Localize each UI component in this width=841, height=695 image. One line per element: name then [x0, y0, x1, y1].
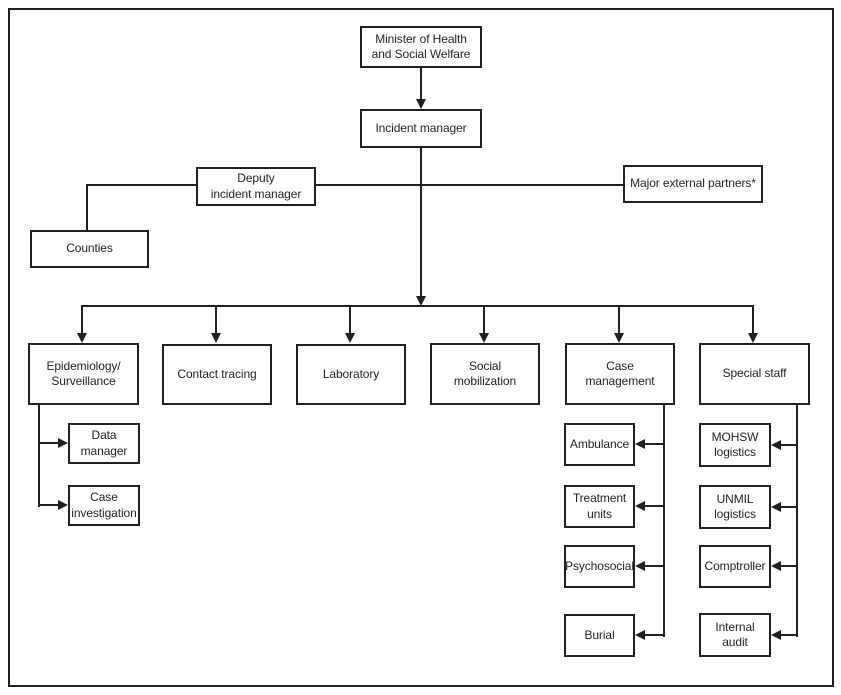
node-minister: Minister of Health and Social Welfare — [360, 26, 482, 68]
arrowhead-left-icon — [771, 502, 781, 512]
connector-drop-social-mobilization — [483, 305, 485, 335]
connector-case-management-feeder — [663, 404, 665, 637]
node-counties: Counties — [30, 230, 149, 268]
node-contact-tracing: Contact tracing — [162, 344, 272, 405]
arrowhead-left-icon — [771, 630, 781, 640]
node-deputy-incident-manager: Deputy incident manager — [196, 167, 316, 206]
node-unmil-logistics: UNMIL logistics — [699, 485, 771, 529]
connector-drop-case-management — [618, 305, 620, 335]
node-treatment-units-label: Treatment units — [572, 491, 627, 521]
node-counties-label: Counties — [66, 241, 113, 256]
node-epidemiology-surveillance: Epidemiology/ Surveillance — [28, 343, 139, 405]
connector-drop-special-staff — [752, 305, 754, 335]
connector-to-psychosocial — [644, 565, 665, 567]
connector-drop-contact-tracing — [215, 305, 217, 335]
node-data-manager: Data manager — [68, 423, 140, 464]
node-ambulance: Ambulance — [564, 423, 635, 466]
arrowhead-left-icon — [771, 440, 781, 450]
node-social-mobilization-label: Social mobilization — [453, 358, 517, 388]
connector-distribution-line — [81, 305, 754, 307]
arrowhead-down-icon — [614, 333, 624, 343]
connector-to-ambulance — [644, 443, 665, 445]
connector-drop-laboratory — [349, 305, 351, 335]
node-minister-label: Minister of Health and Social Welfare — [371, 31, 471, 61]
node-major-external-partners: Major external partners* — [623, 165, 763, 203]
connector-deputy-partners — [316, 184, 623, 186]
node-psychosocial-label: Psychosocial — [565, 558, 634, 573]
arrowhead-down-icon — [345, 333, 355, 343]
connector-minister-incident — [420, 68, 422, 102]
node-internal-audit-label: Internal audit — [715, 619, 755, 649]
node-burial-label: Burial — [584, 627, 615, 642]
connector-drop-epidemiology — [81, 305, 83, 335]
node-comptroller-label: Comptroller — [704, 558, 766, 573]
arrowhead-right-icon — [58, 500, 68, 510]
node-incident-manager-label: Incident manager — [375, 120, 467, 135]
connector-to-comptroller — [781, 565, 798, 567]
connector-incident-stem — [420, 148, 422, 297]
arrowhead-left-icon — [635, 501, 645, 511]
node-laboratory: Laboratory — [296, 344, 406, 405]
node-laboratory-label: Laboratory — [322, 366, 380, 381]
node-case-investigation-label: Case investigation — [71, 490, 137, 520]
arrowhead-right-icon — [58, 438, 68, 448]
arrowhead-left-icon — [635, 630, 645, 640]
connector-to-unmil-logistics — [781, 506, 798, 508]
node-contact-tracing-label: Contact tracing — [177, 366, 257, 381]
node-unmil-logistics-label: UNMIL logistics — [714, 491, 756, 521]
node-special-staff-label: Special staff — [722, 366, 787, 381]
arrowhead-down-icon — [479, 333, 489, 343]
connector-deputy-left — [86, 184, 196, 186]
connector-to-data-manager — [39, 442, 60, 444]
arrowhead-left-icon — [635, 561, 645, 571]
node-internal-audit: Internal audit — [699, 613, 771, 657]
node-epidemiology-surveillance-label: Epidemiology/ Surveillance — [46, 358, 121, 388]
node-burial: Burial — [564, 614, 635, 657]
connector-to-treatment-units — [644, 505, 665, 507]
node-comptroller: Comptroller — [699, 545, 771, 588]
arrowhead-left-icon — [635, 439, 645, 449]
node-data-manager-label: Data manager — [80, 428, 128, 458]
arrowhead-down-icon — [416, 99, 426, 109]
connector-to-burial — [644, 634, 665, 636]
node-deputy-incident-manager-label: Deputy incident manager — [210, 171, 302, 201]
node-case-investigation: Case investigation — [68, 485, 140, 526]
node-treatment-units: Treatment units — [564, 485, 635, 528]
node-incident-manager: Incident manager — [360, 109, 482, 148]
arrowhead-down-icon — [77, 333, 87, 343]
connector-counties-drop — [86, 184, 88, 231]
chart-border-frame — [8, 8, 834, 687]
connector-to-case-investigation — [39, 504, 60, 506]
node-social-mobilization: Social mobilization — [430, 343, 540, 405]
node-mohsw-logistics: MOHSW logistics — [699, 423, 771, 467]
connector-to-mohsw-logistics — [781, 444, 798, 446]
arrowhead-left-icon — [771, 561, 781, 571]
arrowhead-down-icon — [748, 333, 758, 343]
node-major-external-partners-label: Major external partners* — [630, 176, 756, 191]
node-ambulance-label: Ambulance — [569, 436, 630, 451]
node-special-staff: Special staff — [699, 343, 810, 405]
arrowhead-down-icon — [211, 333, 221, 343]
arrowhead-down-icon — [416, 296, 426, 306]
node-case-management: Case management — [565, 343, 675, 405]
connector-epidemiology-feeder — [38, 404, 40, 507]
connector-special-staff-feeder — [796, 404, 798, 637]
node-mohsw-logistics-label: MOHSW logistics — [711, 429, 759, 459]
connector-to-internal-audit — [781, 634, 798, 636]
node-case-management-label: Case management — [585, 358, 655, 388]
node-psychosocial: Psychosocial — [564, 545, 635, 588]
